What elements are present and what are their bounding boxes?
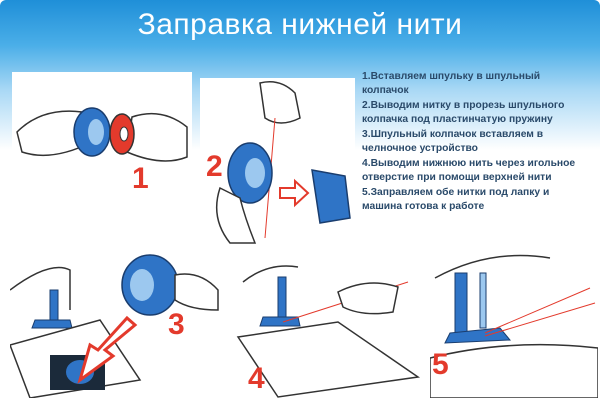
bobbin-case-insert-illustration bbox=[10, 254, 219, 398]
step-number: 2 bbox=[206, 150, 223, 183]
step-number: 4 bbox=[248, 362, 265, 395]
step-number: 3 bbox=[168, 308, 185, 341]
illustration-step-5: 5 bbox=[430, 248, 598, 398]
instruction-step: 5.Заправляем обе нитки под лапку и машин… bbox=[362, 187, 550, 212]
instruction-step: 2.Выводим нитку в прорезь шпульного колп… bbox=[362, 100, 565, 125]
step-number: 1 bbox=[132, 162, 149, 195]
illustration-step-1: 1 bbox=[12, 72, 192, 197]
illustration-step-2: 2 bbox=[200, 78, 355, 246]
slide-title: Заправка нижней нити bbox=[137, 8, 463, 41]
illustration-step-3: 3 bbox=[10, 250, 220, 398]
instruction-step: 1.Вставляем шпульку в шпульный колпачок bbox=[362, 71, 541, 96]
instruction-step: 3.Шпульный колпачок вставляем в челночно… bbox=[362, 129, 544, 154]
illustration-step-4: 4 bbox=[228, 262, 423, 398]
thread-spring-illustration bbox=[215, 81, 351, 244]
instruction-step: 4.Выводим нижнюю нить через игольное отв… bbox=[362, 158, 576, 183]
pull-lower-thread-illustration bbox=[236, 265, 421, 398]
bobbin-insert-illustration bbox=[16, 107, 188, 162]
instructions-list: 1.Вставляем шпульку в шпульный колпачок … bbox=[362, 70, 587, 215]
presser-foot-thread-illustration bbox=[430, 254, 598, 398]
step-number: 5 bbox=[432, 348, 449, 381]
